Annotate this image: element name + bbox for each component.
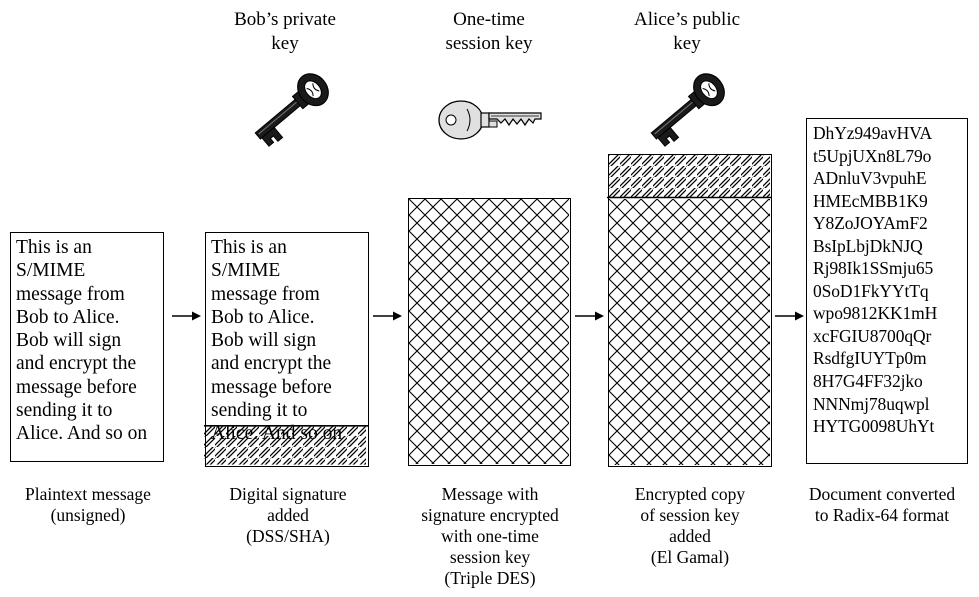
encrypted-message-pattern xyxy=(409,199,569,464)
right-arrow-icon xyxy=(775,311,804,321)
alice-public-key-label: Alice’s public key xyxy=(633,9,741,54)
plaintext-caption: Plaintext message (unsigned) xyxy=(25,484,151,525)
right-arrow-icon xyxy=(575,311,604,321)
signed-message-box: This is an S/MIME message from Bob to Al… xyxy=(204,232,369,467)
plaintext-message-text: This is an S/MIME message from Bob to Al… xyxy=(16,237,148,445)
session-key-icon xyxy=(438,100,542,140)
encrypted-message-pattern-2 xyxy=(609,199,770,465)
encrypted-session-key-box xyxy=(607,154,772,467)
signature-caption: Digital signature added (DSS/SHA) xyxy=(229,484,347,546)
plaintext-message-box: This is an S/MIME message from Bob to Al… xyxy=(10,232,164,462)
digital-signature-block xyxy=(204,425,369,465)
bob-private-key-icon xyxy=(254,73,329,147)
radix64-text: DhYz949avHVA t5UpjUXn8L79o ADnluV3vpuhE … xyxy=(813,123,938,437)
radix-caption: Document converted to Radix-64 format xyxy=(808,484,956,525)
encrypted-caption: Message with signature encrypted with on… xyxy=(421,484,559,588)
session-copy-caption: Encrypted copy of session key added (El … xyxy=(634,484,746,567)
right-arrow-icon xyxy=(172,311,201,321)
right-arrow-icon xyxy=(373,311,402,321)
encrypted-session-key-block xyxy=(607,155,772,199)
session-key-label: One-time session key xyxy=(445,9,533,54)
alice-public-key-icon xyxy=(650,73,725,147)
signed-message-text: This is an S/MIME message from Bob to Al… xyxy=(211,237,342,444)
radix64-document-box: DhYz949avHVA t5UpjUXn8L79o ADnluV3vpuhE … xyxy=(806,118,968,464)
encrypted-message-box xyxy=(408,198,571,466)
bob-private-key-label: Bob’s private key xyxy=(234,9,336,54)
